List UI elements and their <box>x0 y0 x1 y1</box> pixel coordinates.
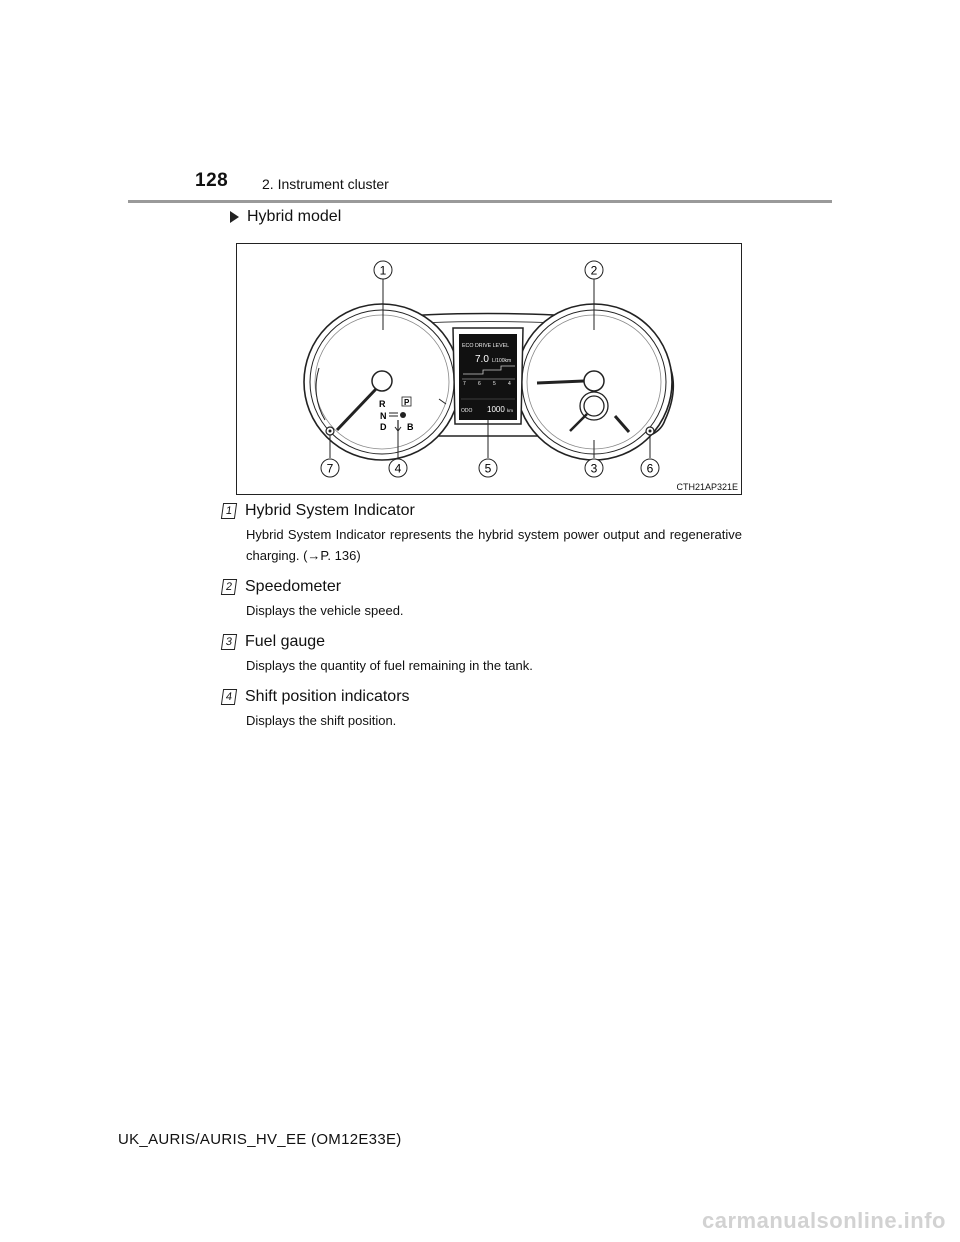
svg-text:4: 4 <box>395 462 402 476</box>
odo-label: ODO <box>461 408 473 414</box>
svg-text:1: 1 <box>380 264 387 278</box>
watermark-link[interactable]: carmanualsonline.info <box>702 1208 946 1233</box>
shift-d: D <box>380 422 387 432</box>
item-number-badge: 2 <box>220 579 238 595</box>
instrument-cluster-illustration: R P N D B ECO DRIVE LEVEL 7.0 L/100km 7 … <box>303 260 675 478</box>
callout-2: 2 <box>584 260 604 280</box>
callout-4: 4 <box>388 458 408 478</box>
item-number-badge: 4 <box>220 689 238 705</box>
scale-5: 5 <box>493 381 496 387</box>
odo-unit: km <box>507 408 513 413</box>
callout-5: 5 <box>478 458 498 478</box>
callout-3: 3 <box>584 458 604 478</box>
item-number-badge: 3 <box>220 634 238 650</box>
callout-7: 7 <box>320 458 340 478</box>
model-heading: Hybrid model <box>230 208 341 226</box>
odo-value: 1000 <box>487 405 505 414</box>
shift-b: B <box>407 422 414 432</box>
triangle-bullet-icon <box>230 211 239 223</box>
eco-drive-label: ECO DRIVE LEVEL <box>462 343 509 349</box>
item-description: Displays the vehicle speed. <box>246 603 404 618</box>
scale-6: 6 <box>478 381 481 387</box>
scale-7: 7 <box>463 381 466 387</box>
model-heading-text: Hybrid model <box>247 208 342 225</box>
svg-text:5: 5 <box>485 462 492 476</box>
instrument-cluster-figure: R P N D B ECO DRIVE LEVEL 7.0 L/100km 7 … <box>236 243 742 495</box>
consumption-unit: L/100km <box>492 358 511 364</box>
svg-text:3: 3 <box>591 462 598 476</box>
list-item: 3 Fuel gauge Displays the quantity of fu… <box>220 629 742 684</box>
item-title: Shift position indicators <box>245 688 410 705</box>
page-number: 128 <box>195 170 229 191</box>
item-number-badge: 1 <box>220 503 238 519</box>
callout-6: 6 <box>640 458 660 478</box>
item-description: Displays the quantity of fuel remaining … <box>246 658 533 673</box>
callout-1: 1 <box>373 260 393 280</box>
svg-text:2: 2 <box>591 264 598 278</box>
scale-4: 4 <box>508 381 511 387</box>
shift-p: P <box>404 398 410 407</box>
shift-n: N <box>380 411 387 421</box>
figure-code: CTH21AP321E <box>676 482 738 492</box>
consumption-value: 7.0 <box>475 354 489 365</box>
item-title: Speedometer <box>245 578 342 595</box>
item-description: Displays the shift position. <box>246 713 397 728</box>
list-item: 2 Speedometer Displays the vehicle speed… <box>220 574 742 629</box>
shift-r: R <box>379 399 386 409</box>
section-title: 2. Instrument cluster <box>262 176 389 192</box>
svg-text:7: 7 <box>327 462 334 476</box>
item-title: Hybrid System Indicator <box>245 502 415 519</box>
item-description: Hybrid System Indicator represents the h… <box>246 527 742 563</box>
item-title: Fuel gauge <box>245 633 326 650</box>
header-rule <box>128 200 832 203</box>
document-footer: UK_AURIS/AURIS_HV_EE (OM12E33E) <box>118 1131 402 1148</box>
item-list: 1 Hybrid System Indicator Hybrid System … <box>220 498 742 739</box>
list-item: 4 Shift position indicators Displays the… <box>220 684 742 739</box>
svg-text:6: 6 <box>647 462 654 476</box>
list-item: 1 Hybrid System Indicator Hybrid System … <box>220 498 742 574</box>
